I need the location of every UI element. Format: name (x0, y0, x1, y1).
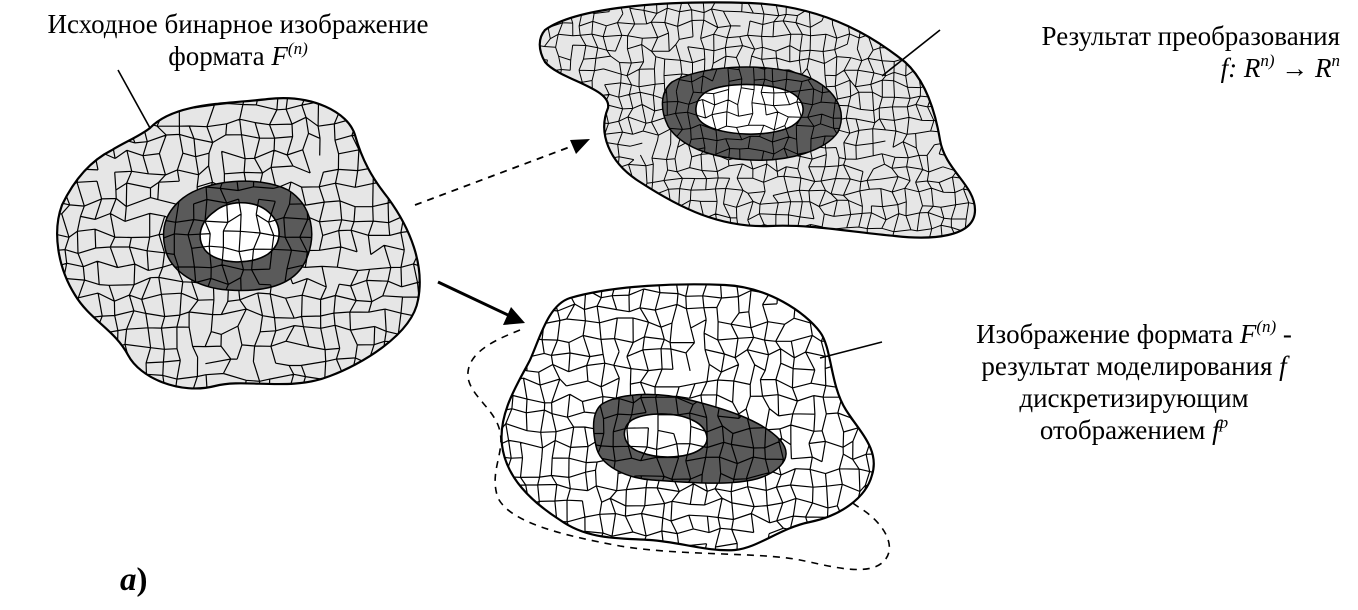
result-label-line2: f: Rn) → Rn (970, 52, 1340, 84)
modelled-core (624, 414, 707, 457)
result-image-shape (531, 0, 1007, 268)
modelled-label-line3: дискретизирующим (918, 382, 1350, 414)
source-label-line2: формата F(n) (8, 40, 468, 72)
source-image-shape (45, 86, 454, 431)
modelled-label-line4: отображением fp (918, 414, 1350, 446)
source-leader-line (118, 70, 150, 128)
solid-arrow (438, 282, 525, 325)
modelled-label-line1: Изображение формата F(n) - (918, 318, 1350, 350)
result-label-line1: Результат преобразования (970, 20, 1340, 52)
modelled-leader-line (820, 342, 882, 358)
dashed-arrow (415, 139, 590, 205)
modelled-image-shape (468, 273, 904, 583)
result-label: Результат преобразования f: Rn) → Rn (970, 20, 1340, 84)
source-label-line1: Исходное бинарное изображение (8, 8, 468, 40)
figure-label: a) (120, 560, 148, 600)
modelled-label-line2: результат моделирования f (918, 350, 1350, 382)
modelled-label: Изображение формата F(n) - результат мод… (918, 318, 1350, 446)
source-label: Исходное бинарное изображение формата F(… (8, 8, 468, 72)
